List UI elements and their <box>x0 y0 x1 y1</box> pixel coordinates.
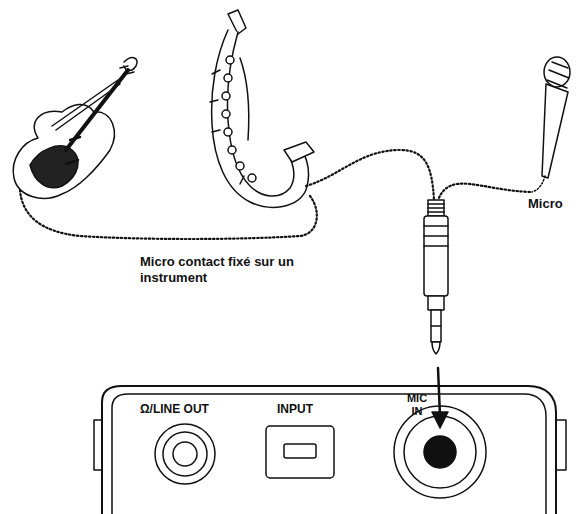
microphone-drawing <box>532 57 570 192</box>
output-label: Ω/LINE OUT <box>140 402 209 416</box>
cable <box>20 150 530 239</box>
contact-mic-label: Micro contact fixé sur un instrument <box>140 254 330 285</box>
input-label: INPUT <box>277 402 313 416</box>
microphone-label: Micro <box>528 196 563 212</box>
saxophone-drawing <box>210 10 314 207</box>
recorder-panel <box>94 386 566 514</box>
mic-in-label: MIC IN <box>400 392 434 418</box>
insert-arrow <box>432 368 448 428</box>
violin-drawing <box>13 58 137 199</box>
jack-plug <box>424 200 448 354</box>
